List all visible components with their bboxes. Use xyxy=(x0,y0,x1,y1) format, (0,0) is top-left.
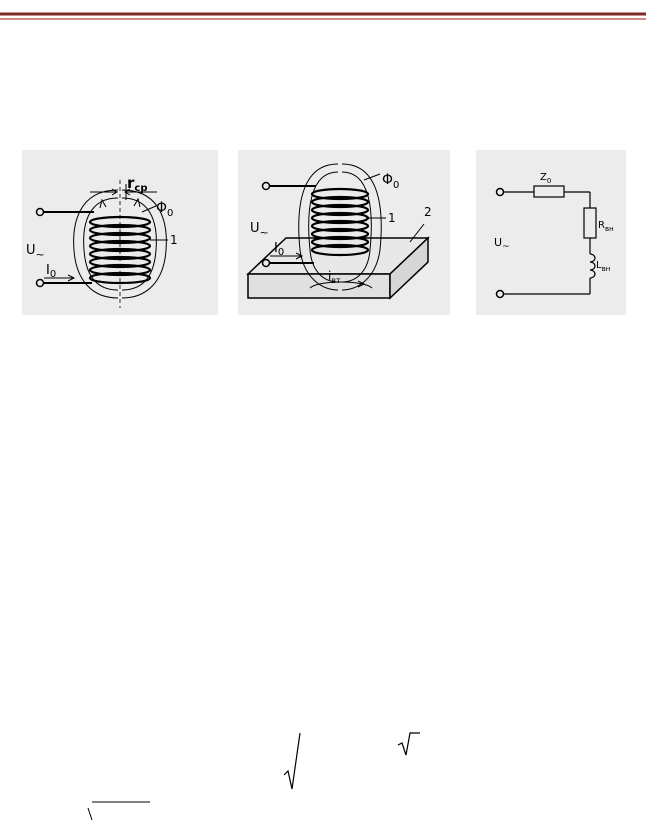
eddy-current-label: iвт xyxy=(328,269,341,285)
figure-equivalent-circuit: Z0 Rвн Lвн U~ xyxy=(476,150,626,315)
flux-label: Φ0 xyxy=(382,172,399,191)
lvn-label: Lвн xyxy=(596,260,610,273)
figure-coil: rср Φ0 1 U~ I0 xyxy=(22,150,218,315)
figure-coil-plate: Φ0 1 2 U~ I0 iвт xyxy=(238,150,450,315)
terminal-bottom xyxy=(35,278,45,288)
coil-diagram: rср Φ0 1 U~ I0 xyxy=(22,150,218,315)
flux-label: Φ0 xyxy=(156,200,173,219)
coil-number-label: 1 xyxy=(170,233,178,247)
voltage-label: U~ xyxy=(26,243,45,261)
coil-windings xyxy=(310,187,370,257)
inductor-lvn xyxy=(589,253,596,279)
header-rule xyxy=(0,12,646,20)
plate-number-label: 2 xyxy=(424,205,432,219)
coil-number-label: 1 xyxy=(388,211,396,225)
rvn-label: Rвн xyxy=(598,220,614,233)
terminal-top xyxy=(35,207,45,217)
rcp-label: rср xyxy=(127,174,148,194)
radical-sign-small xyxy=(397,732,420,756)
formula-fraction xyxy=(87,801,150,821)
coil-windings xyxy=(88,215,152,285)
current-label: I0 xyxy=(46,263,56,280)
voltage-label: U~ xyxy=(250,221,269,239)
z0-label: Z0 xyxy=(540,172,551,185)
radical-sign-large xyxy=(283,732,301,790)
voltage-label: U~ xyxy=(494,236,510,252)
terminal-top xyxy=(495,187,505,197)
terminal-bottom xyxy=(495,289,505,299)
plate-side xyxy=(389,236,429,300)
circuit-diagram: Z0 Rвн Lвн U~ xyxy=(476,150,626,315)
current-label: I0 xyxy=(274,241,284,258)
coil-plate-diagram: Φ0 1 2 U~ I0 iвт xyxy=(238,150,450,315)
formula-radicals xyxy=(283,732,420,790)
